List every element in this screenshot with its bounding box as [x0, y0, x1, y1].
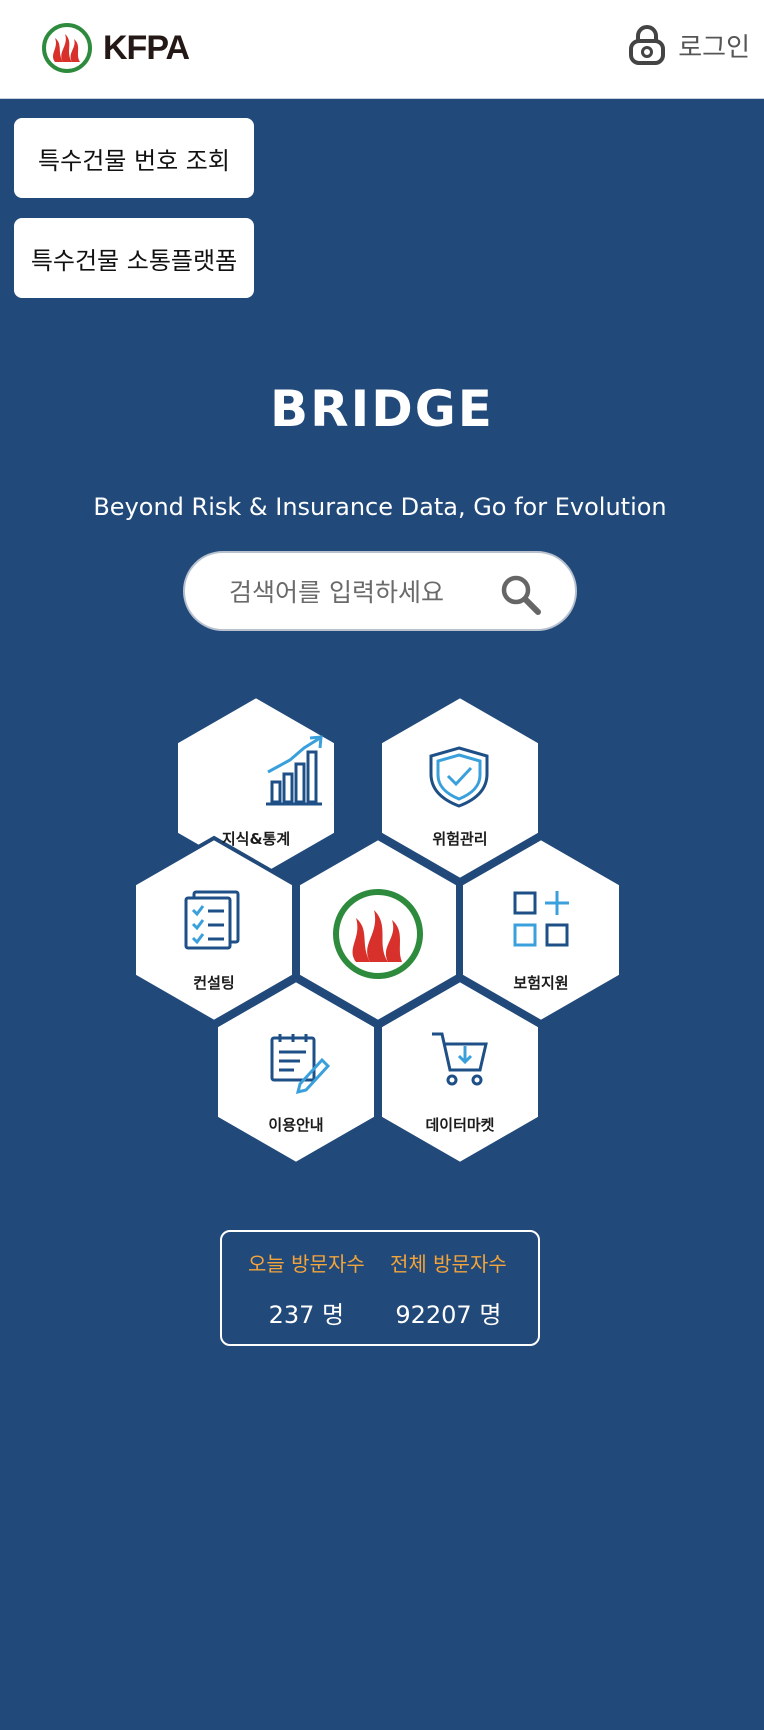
menu-consulting[interactable]	[144, 856, 284, 1006]
today-visitors-value: 237 명	[268, 1301, 345, 1329]
total-visitors: 전체 방문자수 92207 명	[390, 1248, 507, 1330]
search-icon[interactable]	[499, 573, 543, 617]
menu-knowledge-statistics[interactable]	[186, 714, 326, 864]
page-title: BRIDGE	[270, 380, 494, 438]
login-label: 로그인	[678, 32, 750, 63]
menu-home-logo[interactable]	[308, 856, 448, 1006]
login-button[interactable]: 로그인	[628, 24, 750, 66]
building-number-lookup-button[interactable]: 특수건물 번호 조회	[14, 118, 254, 198]
today-visitors-label: 오늘 방문자수	[248, 1252, 365, 1276]
flame-logo-icon	[42, 23, 92, 73]
menu-data-market[interactable]	[390, 998, 530, 1148]
today-visitors: 오늘 방문자수 237 명	[248, 1248, 365, 1330]
kfpa-logo[interactable]: KFPA	[41, 22, 190, 74]
menu-risk-management[interactable]	[390, 714, 530, 864]
menu-insurance-support[interactable]	[471, 856, 611, 1006]
search-box	[183, 551, 577, 631]
search-input[interactable]	[229, 575, 489, 609]
page-subtitle: Beyond Risk & Insurance Data, Go for Evo…	[93, 493, 667, 521]
total-visitors-value: 92207 명	[395, 1301, 502, 1329]
total-visitors-label: 전체 방문자수	[390, 1252, 507, 1276]
visitor-stats-box: 오늘 방문자수 237 명 전체 방문자수 92207 명	[220, 1230, 540, 1346]
lock-icon	[629, 25, 666, 65]
logo-text: KFPA	[103, 28, 190, 67]
building-platform-button[interactable]: 특수건물 소통플랫폼	[14, 218, 254, 298]
top-header: KFPA 로그인	[0, 0, 764, 99]
menu-usage-guide[interactable]	[226, 998, 366, 1148]
